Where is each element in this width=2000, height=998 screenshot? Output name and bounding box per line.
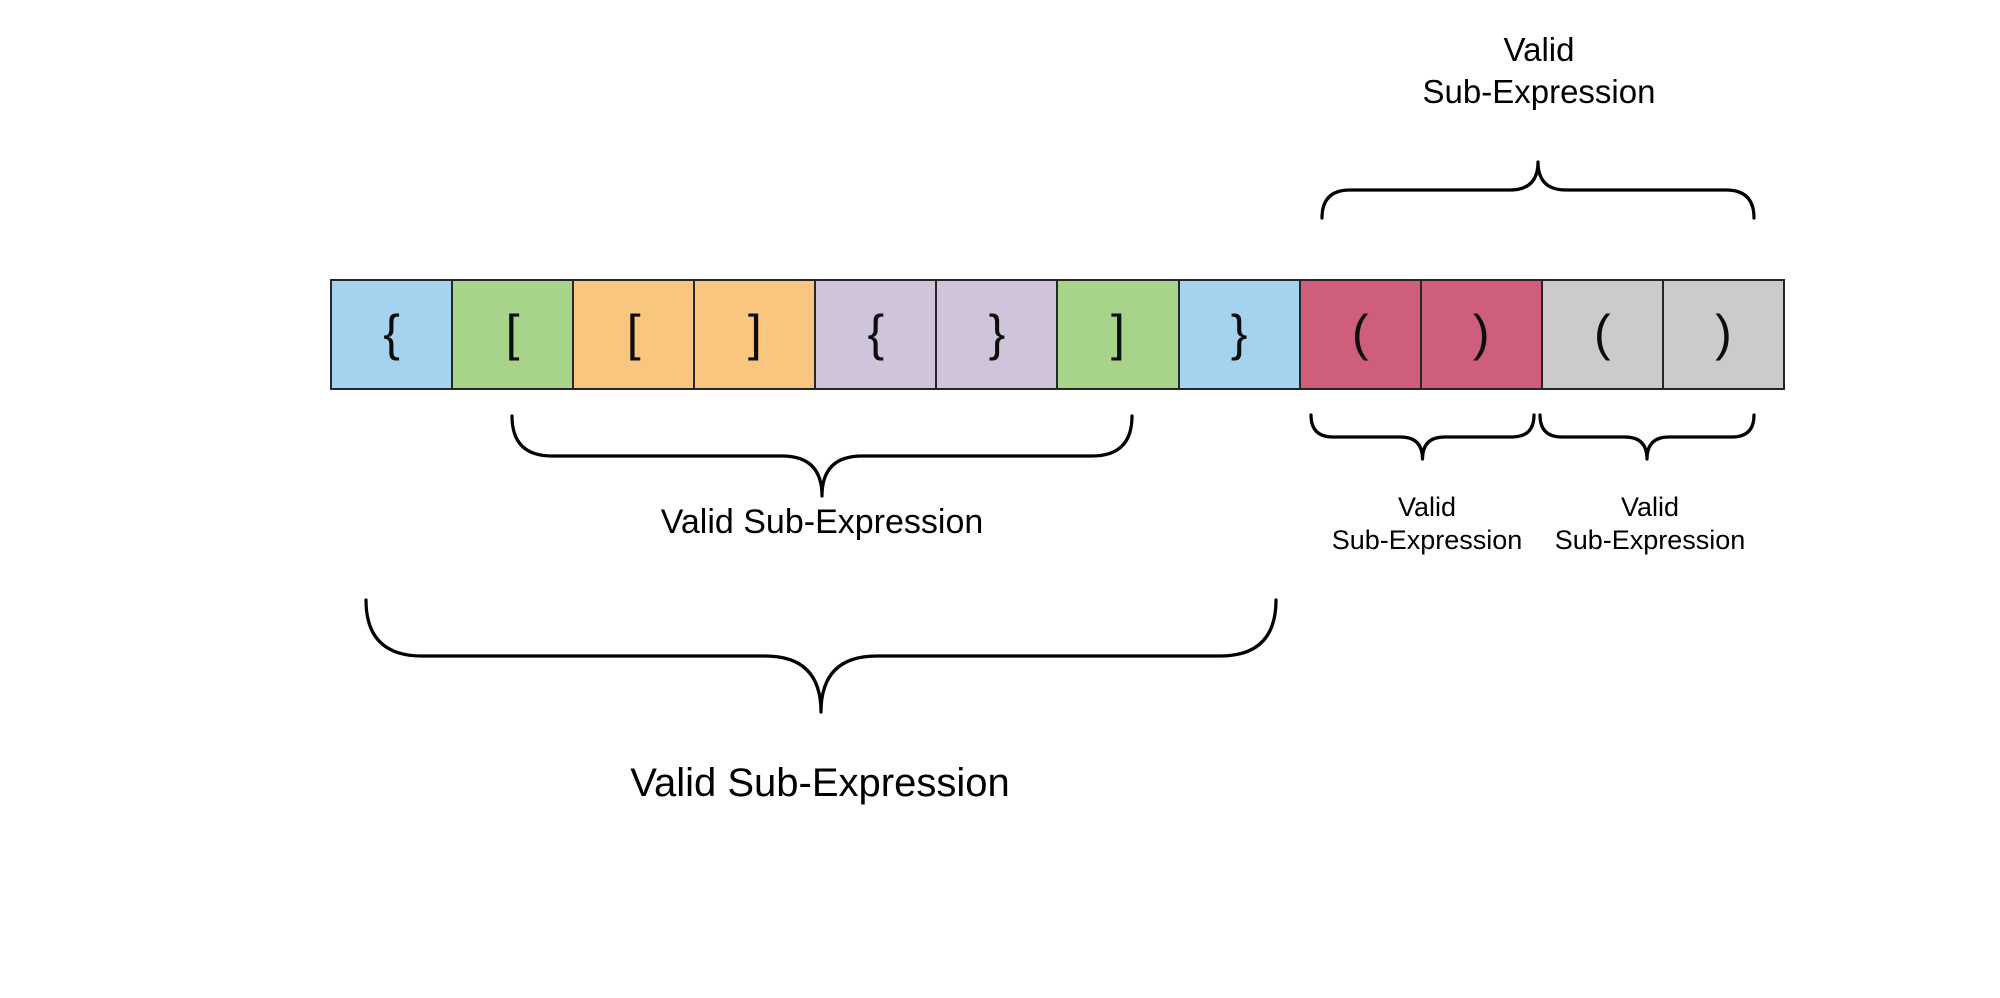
label-valid-subexpression-top: Valid Sub-Expression xyxy=(1422,31,1656,110)
brace-full-group xyxy=(364,598,1278,714)
sequence-cell-10: ) xyxy=(1419,279,1543,390)
label-valid-subexpression-gray-pair: Valid Sub-Expression xyxy=(1554,492,1746,556)
sequence-cell-1: { xyxy=(330,279,454,390)
sequence-cell-4: ] xyxy=(693,279,817,390)
label-valid-subexpression-full: Valid Sub-Expression xyxy=(630,761,1010,805)
bracket-sequence: { [ [] {}]} () () xyxy=(330,279,1785,390)
bracket-char: } xyxy=(1230,304,1248,361)
brace-top-group xyxy=(1320,160,1756,220)
bracket-char: ) xyxy=(1472,304,1490,361)
bracket-char: ( xyxy=(1593,304,1611,361)
bracket-char: [ xyxy=(505,304,520,361)
sequence-cell-6: } xyxy=(935,279,1059,390)
bracket-char: } xyxy=(988,304,1006,361)
sequence-cell-5: { xyxy=(814,279,938,390)
sequence-cell-3: [ xyxy=(572,279,696,390)
brace-red-pair xyxy=(1309,413,1536,461)
sequence-cell-7: ] xyxy=(1056,279,1180,390)
sequence-cell-11: ( xyxy=(1540,279,1664,390)
sequence-cell-8: } xyxy=(1177,279,1301,390)
bracket-char: ] xyxy=(1111,304,1125,361)
sequence-cell-12: ) xyxy=(1661,279,1785,390)
bracket-char: ( xyxy=(1351,304,1369,361)
sequence-cell-9: ( xyxy=(1298,279,1422,390)
label-valid-subexpression-red-pair: Valid Sub-Expression xyxy=(1331,492,1523,556)
bracket-char: ) xyxy=(1715,304,1732,361)
bracket-char: [ xyxy=(626,304,641,361)
bracket-char: { xyxy=(383,304,400,361)
bracket-char: { xyxy=(867,304,885,361)
brace-middle-group xyxy=(510,414,1134,498)
brace-gray-pair xyxy=(1538,413,1756,461)
sequence-cell-2: [ xyxy=(451,279,575,390)
bracket-char: ] xyxy=(747,304,762,361)
label-valid-subexpression-middle: Valid Sub-Expression xyxy=(660,503,984,541)
